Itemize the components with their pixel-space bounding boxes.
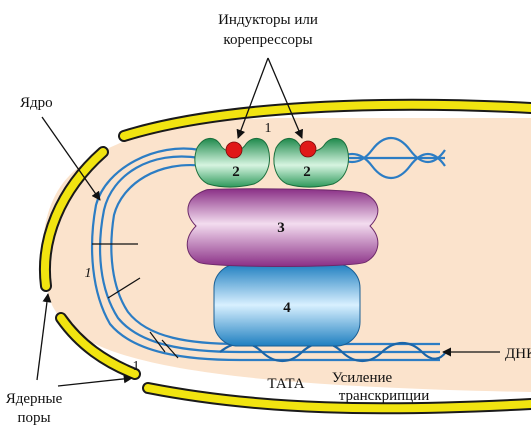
nuclear-envelope (39, 98, 531, 415)
label-nuclear-pores-line1: Ядерные (6, 391, 63, 407)
envelope-segment-bottom (142, 382, 531, 415)
label-enhancement-line2: транскрипции (339, 388, 430, 404)
label-enhancement-line1: Усиление (332, 370, 393, 386)
label-nucleus: Ядро (20, 95, 53, 111)
complex-3 (186, 188, 379, 267)
binding-site-ticks (92, 243, 179, 359)
arrow-inductor-right (267, 57, 303, 139)
label-inductors-line2: корепрессоры (223, 32, 312, 48)
label-dna: ДНК (505, 346, 531, 362)
number-site-left: 1 (85, 266, 92, 281)
number-site-bottom: 1 (133, 359, 140, 374)
label-tata: ТАТА (267, 376, 304, 392)
arrow-pore-bottom (57, 374, 133, 387)
arrow-inductor-left (236, 57, 269, 139)
number-receptor-right: 2 (303, 164, 311, 180)
receptor-right (273, 138, 349, 188)
arrow-nucleus (41, 116, 101, 201)
arrow-pore-left (36, 293, 52, 381)
number-receptor-left: 2 (232, 164, 240, 180)
pointer-arrows (36, 57, 500, 387)
envelope-segment-lower-left (55, 312, 141, 380)
ligand-left (225, 141, 243, 159)
number-complex-4: 4 (283, 300, 291, 316)
envelope-segment-top (118, 98, 531, 142)
label-nuclear-pores-line2: поры (17, 410, 50, 426)
number-complex-3: 3 (277, 220, 285, 236)
label-inductors-line1: Индукторы или (218, 12, 318, 28)
receptor-left (194, 138, 270, 188)
number-site-top: 1 (265, 121, 272, 136)
envelope-segment-left (39, 146, 109, 292)
ligand-right (299, 140, 317, 158)
